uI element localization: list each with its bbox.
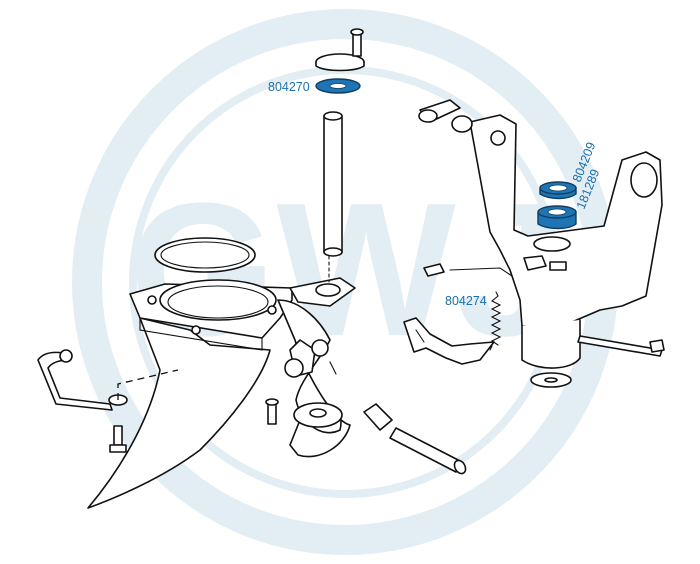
bracket-arm bbox=[277, 277, 356, 458]
callout-label: 804270 bbox=[268, 80, 310, 94]
swivel-bracket bbox=[418, 99, 665, 388]
kingpin-shaft bbox=[323, 111, 343, 283]
callout-804274: 804274 bbox=[445, 294, 487, 308]
pivot-pin bbox=[363, 403, 467, 475]
skeg-housing bbox=[87, 237, 293, 509]
spring-804274 bbox=[489, 291, 502, 351]
release-lever bbox=[403, 317, 495, 365]
cable-clip bbox=[423, 263, 513, 277]
link-rod bbox=[37, 349, 279, 453]
callout-label: 804274 bbox=[445, 294, 487, 308]
callout-804270: 804270 bbox=[268, 80, 310, 94]
bushing-181289 bbox=[537, 205, 577, 230]
top-cap bbox=[315, 28, 365, 72]
bushing-804209 bbox=[539, 181, 577, 200]
washer-804270 bbox=[315, 78, 361, 94]
